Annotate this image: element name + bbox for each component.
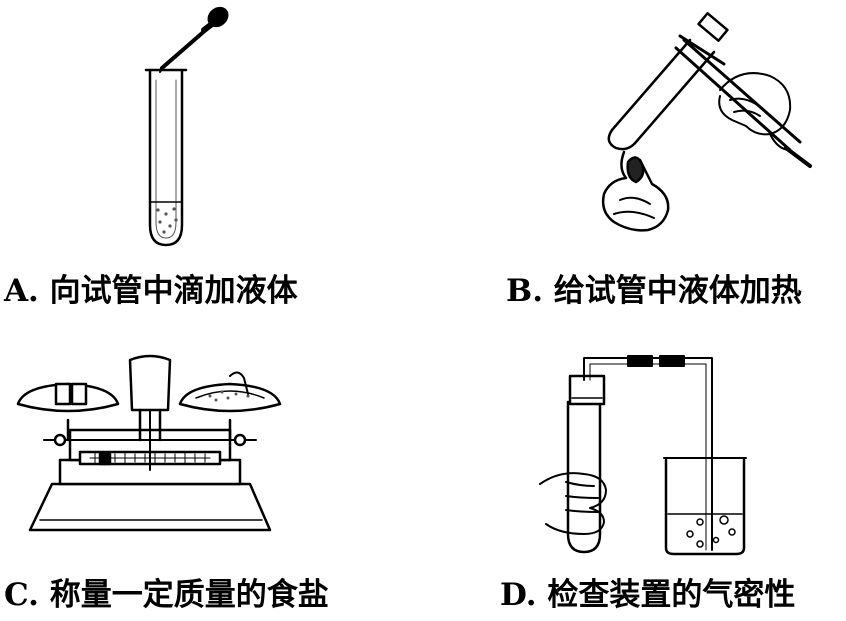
hand-d bbox=[539, 472, 607, 535]
right-pan-c bbox=[178, 371, 282, 442]
test-tube-holder-b bbox=[674, 12, 812, 168]
test-tube-b bbox=[607, 34, 726, 151]
dropper-a bbox=[159, 6, 229, 73]
test-tube-a bbox=[144, 68, 188, 247]
glass-tube-d bbox=[583, 355, 713, 551]
bubbles-d bbox=[686, 515, 736, 548]
caption-a-text: 向试管中滴加液体 bbox=[49, 273, 298, 309]
caption-b-letter: B. bbox=[506, 273, 543, 309]
caption-a-letter: A. bbox=[4, 273, 39, 309]
caption-b: B. 给试管中液体加热 bbox=[506, 276, 802, 307]
hand-b bbox=[718, 72, 792, 151]
panel-b-drawing bbox=[601, 12, 812, 232]
caption-a: A. 向试管中滴加液体 bbox=[4, 276, 298, 307]
panel-a-drawing bbox=[144, 6, 229, 247]
caption-c: C. 称量一定质量的食盐 bbox=[4, 580, 329, 611]
caption-d: D. 检查装置的气密性 bbox=[500, 580, 795, 611]
caption-c-letter: C. bbox=[4, 577, 39, 613]
panel-d-drawing bbox=[539, 355, 747, 556]
caption-c-text: 称量一定质量的食盐 bbox=[49, 577, 329, 613]
panel-c-drawing bbox=[16, 354, 282, 532]
caption-d-letter: D. bbox=[500, 577, 537, 613]
liquid-dots-a bbox=[156, 207, 178, 234]
caption-d-text: 检查装置的气密性 bbox=[547, 577, 796, 613]
alcohol-lamp-b bbox=[601, 150, 670, 232]
left-pan-c bbox=[16, 382, 120, 442]
beaker-d bbox=[663, 457, 747, 556]
salt-dots-c bbox=[208, 390, 250, 402]
test-tube-d bbox=[566, 374, 606, 554]
caption-b-text: 给试管中液体加热 bbox=[553, 273, 802, 309]
balance-pointer-c bbox=[128, 354, 172, 471]
